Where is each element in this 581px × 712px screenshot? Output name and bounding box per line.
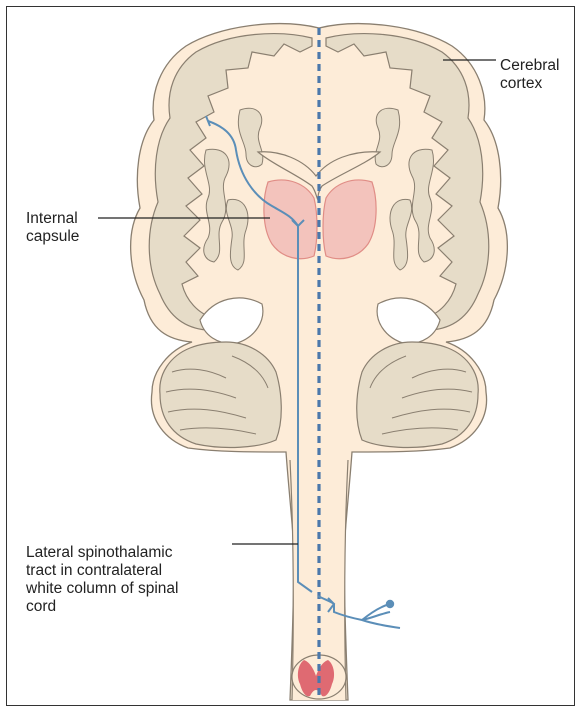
label-lateral-spinothalamic-tract: Lateral spinothalamic tract in contralat… [26, 544, 236, 616]
label-internal-capsule: Internal capsule [26, 210, 136, 246]
cerebellum-right [357, 342, 478, 447]
dorsal-root-ganglion-cell [386, 600, 394, 608]
sensory-neuron-fibre-2 [362, 620, 400, 628]
label-cerebral-cortex: Cerebral cortex [500, 57, 580, 93]
cerebellum-left [160, 342, 281, 447]
